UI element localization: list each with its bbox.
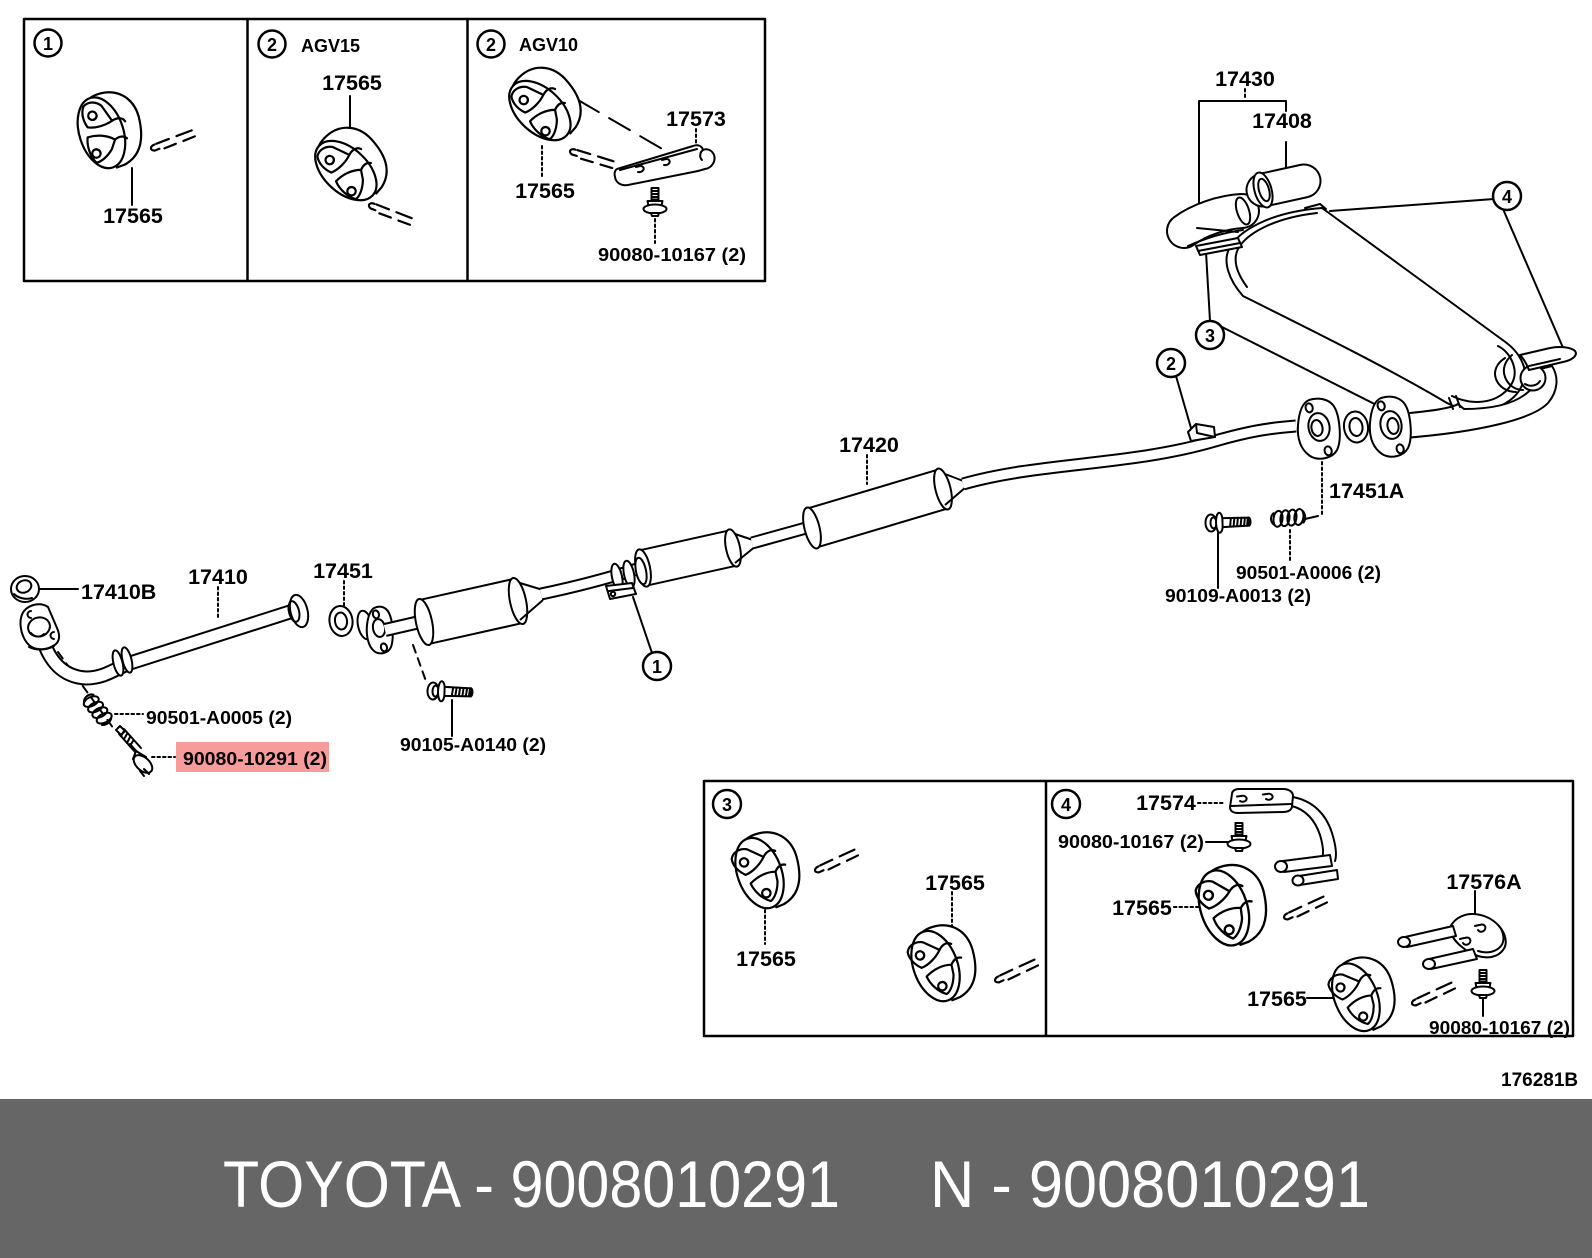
svg-text:17410B: 17410B: [81, 580, 156, 604]
svg-text:AGV15: AGV15: [301, 36, 360, 56]
svg-text:4: 4: [1502, 187, 1512, 207]
svg-text:17573: 17573: [666, 107, 726, 131]
svg-text:17420: 17420: [839, 433, 899, 457]
svg-text:3: 3: [722, 795, 732, 815]
svg-text:17408: 17408: [1252, 109, 1312, 133]
svg-text:90080-10291 (2): 90080-10291 (2): [183, 749, 327, 769]
svg-text:17565: 17565: [1247, 987, 1307, 1011]
svg-text:90080-10167 (2): 90080-10167 (2): [1058, 832, 1204, 852]
svg-text:4: 4: [1061, 795, 1071, 815]
svg-text:17451: 17451: [313, 559, 373, 583]
svg-text:N - 9008010291: N - 9008010291: [930, 1147, 1370, 1221]
svg-text:176281B: 176281B: [1501, 1070, 1578, 1091]
svg-text:1: 1: [652, 657, 662, 677]
svg-text:17430: 17430: [1215, 67, 1275, 91]
svg-text:90109-A0013 (2): 90109-A0013 (2): [1165, 586, 1311, 606]
svg-text:TOYOTA - 9008010291: TOYOTA - 9008010291: [223, 1147, 840, 1221]
svg-text:90501-A0005 (2): 90501-A0005 (2): [146, 708, 292, 728]
svg-text:17565: 17565: [103, 204, 163, 228]
svg-text:2: 2: [1166, 354, 1176, 374]
svg-text:90501-A0006 (2): 90501-A0006 (2): [1236, 563, 1381, 583]
svg-text:90080-10167 (2): 90080-10167 (2): [598, 245, 746, 265]
svg-text:90105-A0140 (2): 90105-A0140 (2): [400, 735, 546, 755]
svg-text:90080-10167 (2): 90080-10167 (2): [1429, 1018, 1570, 1038]
svg-text:17451A: 17451A: [1329, 479, 1404, 503]
svg-text:3: 3: [1205, 326, 1215, 346]
svg-text:17410: 17410: [188, 565, 248, 589]
svg-text:1: 1: [43, 34, 53, 54]
svg-text:2: 2: [486, 35, 496, 55]
svg-text:17574: 17574: [1136, 791, 1196, 815]
svg-text:17565: 17565: [515, 179, 575, 203]
svg-text:2: 2: [267, 35, 277, 55]
svg-text:17565: 17565: [1112, 896, 1172, 920]
svg-text:17576A: 17576A: [1446, 870, 1521, 894]
svg-text:17565: 17565: [322, 71, 382, 95]
svg-text:AGV10: AGV10: [519, 35, 578, 55]
svg-text:17565: 17565: [736, 947, 796, 971]
svg-text:17565: 17565: [925, 871, 985, 895]
